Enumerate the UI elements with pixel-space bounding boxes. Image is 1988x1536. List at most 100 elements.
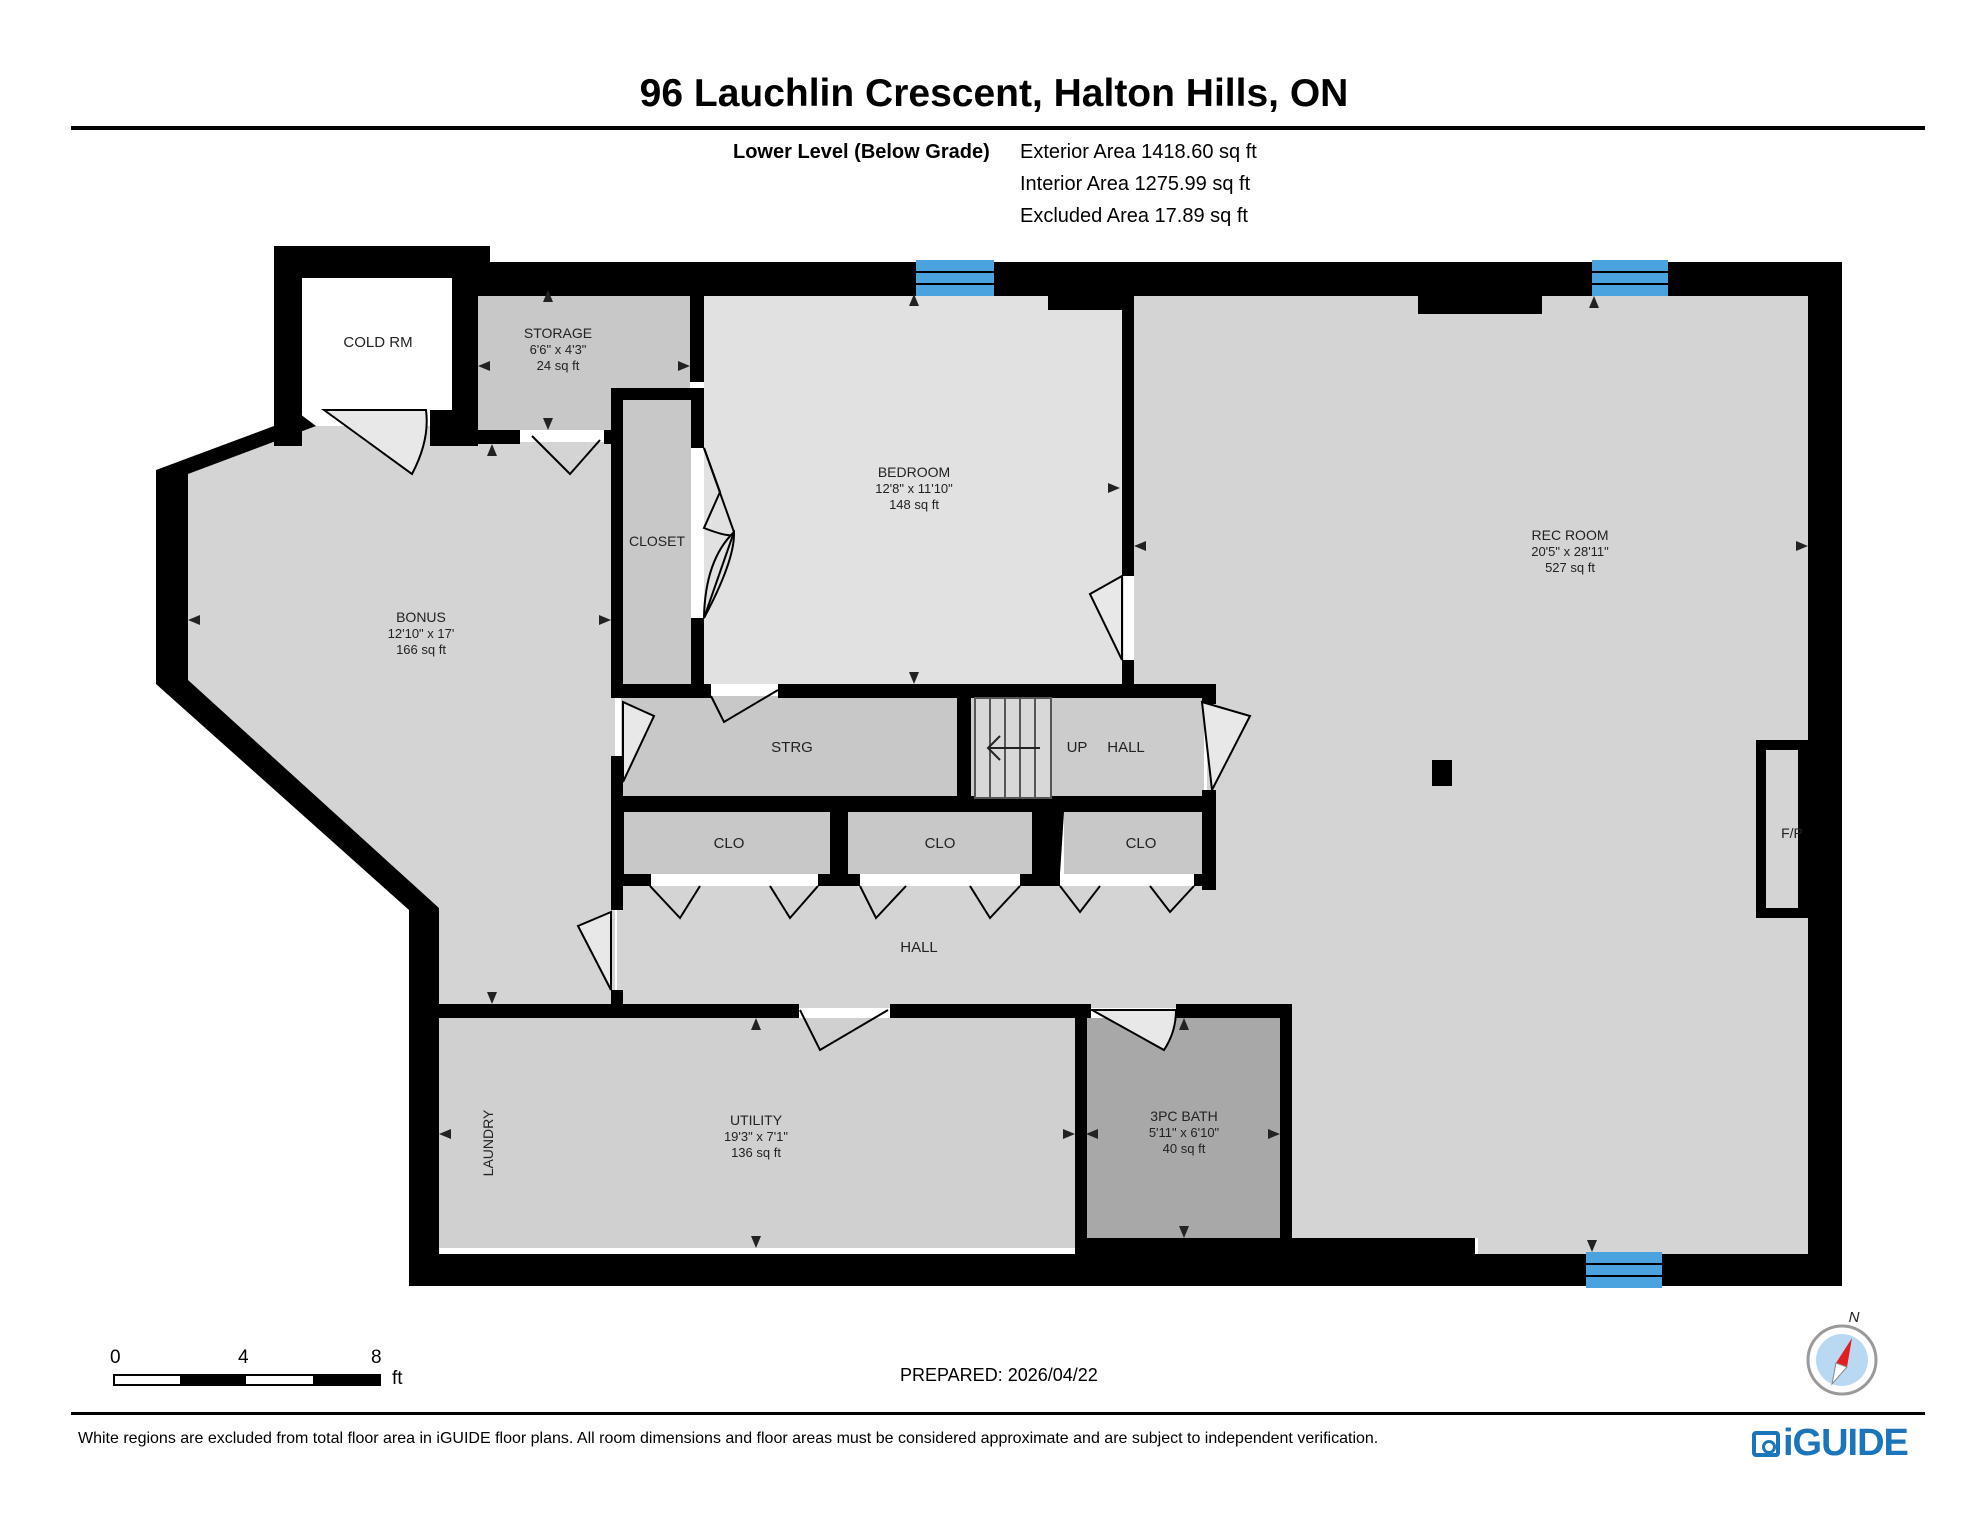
hall-right-wall-b: [1202, 790, 1216, 890]
closet-left-wall: [611, 388, 623, 694]
label-clo-2: CLO: [925, 835, 956, 852]
label-storage-area: 24 sq ft: [537, 358, 580, 373]
label-storage-dims: 6'6" x 4'3": [530, 342, 587, 357]
iguide-logo-text: iGUIDE: [1783, 1422, 1909, 1464]
label-strg: STRG: [771, 739, 813, 756]
excluded-area: Excluded Area 17.89 sq ft: [1020, 205, 1248, 227]
label-rec-room-dims: 20'5" x 28'11": [1531, 544, 1609, 559]
bedroom-floor: [704, 294, 1124, 684]
door-strg-left: [622, 700, 656, 783]
door-hall-right: [1200, 700, 1252, 794]
door-closet: [702, 447, 736, 619]
label-closet: CLOSET: [629, 533, 685, 549]
label-bonus-name: BONUS: [396, 609, 446, 625]
window-bedroom: [916, 260, 994, 296]
label-clo-1: CLO: [714, 835, 745, 852]
label-storage-name: STORAGE: [524, 325, 592, 341]
door-bath: [1088, 1009, 1178, 1052]
window-rec-bottom: [1586, 1252, 1662, 1288]
utility-floor: [439, 1018, 1075, 1248]
bath-right-wall: [1280, 1004, 1292, 1250]
label-utility-name: UTILITY: [730, 1112, 783, 1128]
compass-needle-red: [1836, 1338, 1852, 1367]
label-bedroom-area: 148 sq ft: [889, 497, 939, 512]
pillar: [1432, 760, 1452, 786]
utility-right-wall: [1075, 1004, 1087, 1254]
door-utility: [799, 1009, 889, 1052]
cold-room-wall-right: [452, 262, 478, 446]
label-hall-lower: HALL: [900, 939, 938, 956]
closet-top-wall: [611, 388, 703, 400]
bath-top-wall-a: [1075, 1004, 1091, 1018]
page-title: 96 Lauchlin Crescent, Halton Hills, ON: [639, 72, 1349, 115]
label-rec-room-name: REC ROOM: [1532, 527, 1609, 543]
doors: [320, 409, 1252, 1052]
label-laundry: LAUNDRY: [480, 1109, 496, 1176]
door-clo-2b: [969, 885, 1021, 920]
fireplace: [1756, 740, 1808, 918]
closet-right-wall-b: [691, 618, 704, 694]
door-clo-3a: [1059, 885, 1101, 914]
compass: N: [1806, 1309, 1878, 1396]
closet-floor: [623, 400, 691, 684]
room-labels: COLD RM STORAGE 6'6" x 4'3" 24 sq ft BED…: [343, 325, 1802, 1176]
storage-bottom-wall-a: [430, 430, 520, 444]
footer-disclaimer: White regions are excluded from total fl…: [78, 1430, 1379, 1447]
door-clo-1b: [769, 885, 819, 920]
iguide-logo: iGUIDE: [1752, 1422, 1909, 1465]
door-clo-2a: [859, 885, 907, 920]
utility-top-wall-a: [439, 1004, 799, 1018]
clo-bottom-d: [1194, 874, 1216, 886]
door-closet-b: [703, 447, 736, 619]
header-rule: [71, 126, 1925, 130]
clo-2-floor: [848, 812, 1032, 874]
label-up: UP: [1067, 739, 1088, 756]
scale-bar: [113, 1374, 381, 1386]
door-storage: [531, 435, 601, 476]
hall-left-wall-a: [611, 880, 623, 910]
bath-floor: [1086, 1018, 1282, 1246]
level-name: Lower Level (Below Grade): [733, 141, 990, 163]
door-bonus-hall: [576, 910, 612, 991]
closet-right-wall-a: [691, 388, 704, 448]
walls: [156, 246, 1842, 1286]
clo-divider-1: [830, 812, 848, 886]
rec-top-notch: [1418, 262, 1542, 314]
bedroom-bottom-wall: [778, 684, 1216, 698]
label-bonus-area: 166 sq ft: [396, 642, 446, 657]
storage-bottom-wall-b: [604, 430, 614, 444]
window-rec-top: [1592, 260, 1668, 296]
compass-needle-white: [1831, 1362, 1848, 1386]
bath-top-wall-b: [1176, 1004, 1292, 1018]
storage-right-wall: [690, 262, 704, 382]
strg-top-wall-a: [611, 684, 711, 698]
scale-max: 8: [371, 1347, 382, 1368]
prepared-date: PREPARED: 2026/04/22: [900, 1365, 1098, 1385]
door-clo-3b: [1149, 885, 1195, 914]
label-bedroom-dims: 12'8" x 11'10": [875, 481, 953, 496]
bedroom-top-notch: [1048, 262, 1134, 310]
strg-floor: [621, 696, 957, 796]
clo-bottom-c: [1020, 874, 1060, 886]
label-fp: F/P: [1781, 825, 1803, 841]
stair-arrow-head: [986, 735, 1001, 761]
label-cold-rm: COLD RM: [343, 334, 412, 351]
label-bonus-dims: 12'10" x 17': [388, 626, 455, 641]
label-bath-dims: 5'11" x 6'10": [1149, 1125, 1220, 1140]
door-clo-1a: [649, 885, 701, 920]
door-strg: [710, 689, 779, 724]
clo-bottom-b: [818, 874, 860, 886]
footer-rule: [71, 1412, 1925, 1415]
stairs: [974, 697, 1052, 799]
dimension-arrows: [188, 290, 1808, 1252]
label-bath-area: 40 sq ft: [1163, 1141, 1206, 1156]
iguide-logo-icon: [1752, 1431, 1780, 1457]
exterior-area: Exterior Area 1418.60 sq ft: [1020, 141, 1257, 163]
clo-3-floor: [1064, 812, 1202, 874]
strg-bottom-wall: [611, 796, 1216, 812]
windows: [916, 260, 1668, 1288]
label-bedroom-name: BEDROOM: [878, 464, 950, 480]
interior-area: Interior Area 1275.99 sq ft: [1020, 173, 1251, 195]
strg-right-wall: [957, 684, 971, 800]
